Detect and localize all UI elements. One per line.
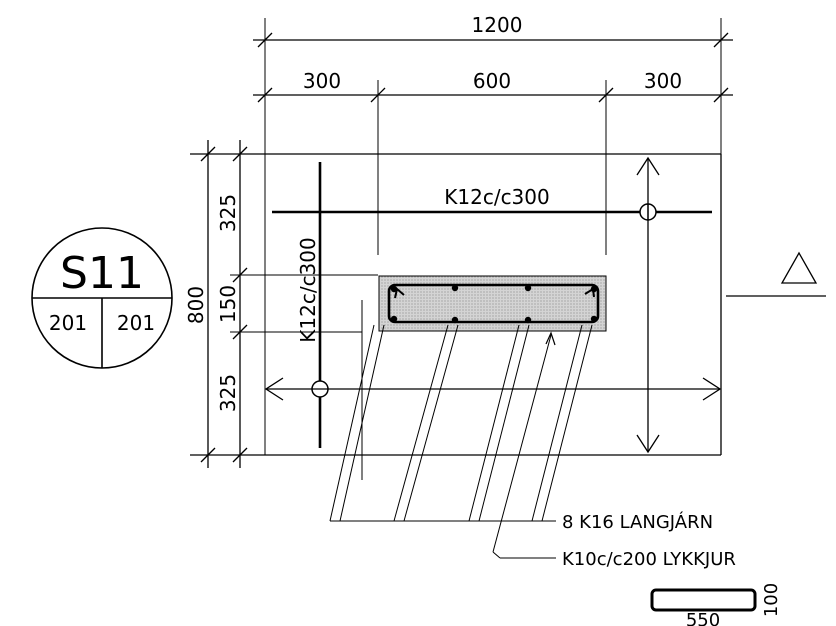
section-marker-label: S11 xyxy=(60,248,144,299)
dim-overall-width: 1200 xyxy=(472,13,523,37)
dim-right-offset: 300 xyxy=(644,69,682,93)
leader-line-stirrup xyxy=(492,331,556,559)
dimension-chain-left xyxy=(190,140,721,468)
stirrup-detail xyxy=(650,588,757,612)
dim-bottom-height: 325 xyxy=(216,374,240,412)
callout-stirrups: K10c/c200 LYKKJUR xyxy=(562,549,736,570)
stirrup-height: 100 xyxy=(761,583,782,617)
span-arrow-horizontal xyxy=(264,377,722,401)
dim-middle-height: 150 xyxy=(216,285,240,323)
span-arrow-vertical xyxy=(636,156,660,454)
level-marker xyxy=(726,251,826,297)
label-horizontal-rebar: K12c/c300 xyxy=(444,185,549,209)
label-vertical-rebar: K12c/c300 xyxy=(296,237,320,342)
section-marker-left-ref: 201 xyxy=(49,311,87,335)
stirrup-length: 550 xyxy=(686,610,720,626)
leader-lines-longitudinal xyxy=(329,324,593,522)
dim-total-height: 800 xyxy=(184,286,208,324)
section-marker-right-ref: 201 xyxy=(117,311,155,335)
callout-longitudinal-bars: 8 K16 LANGJÁRN xyxy=(562,511,713,533)
longitudinal-bars xyxy=(390,284,598,324)
dim-middle-span: 600 xyxy=(473,69,511,93)
dimension-chain-top xyxy=(253,18,733,455)
section-marker xyxy=(31,227,173,369)
dim-top-height: 325 xyxy=(216,194,240,232)
beam-section xyxy=(378,275,607,332)
dim-left-offset: 300 xyxy=(303,69,341,93)
